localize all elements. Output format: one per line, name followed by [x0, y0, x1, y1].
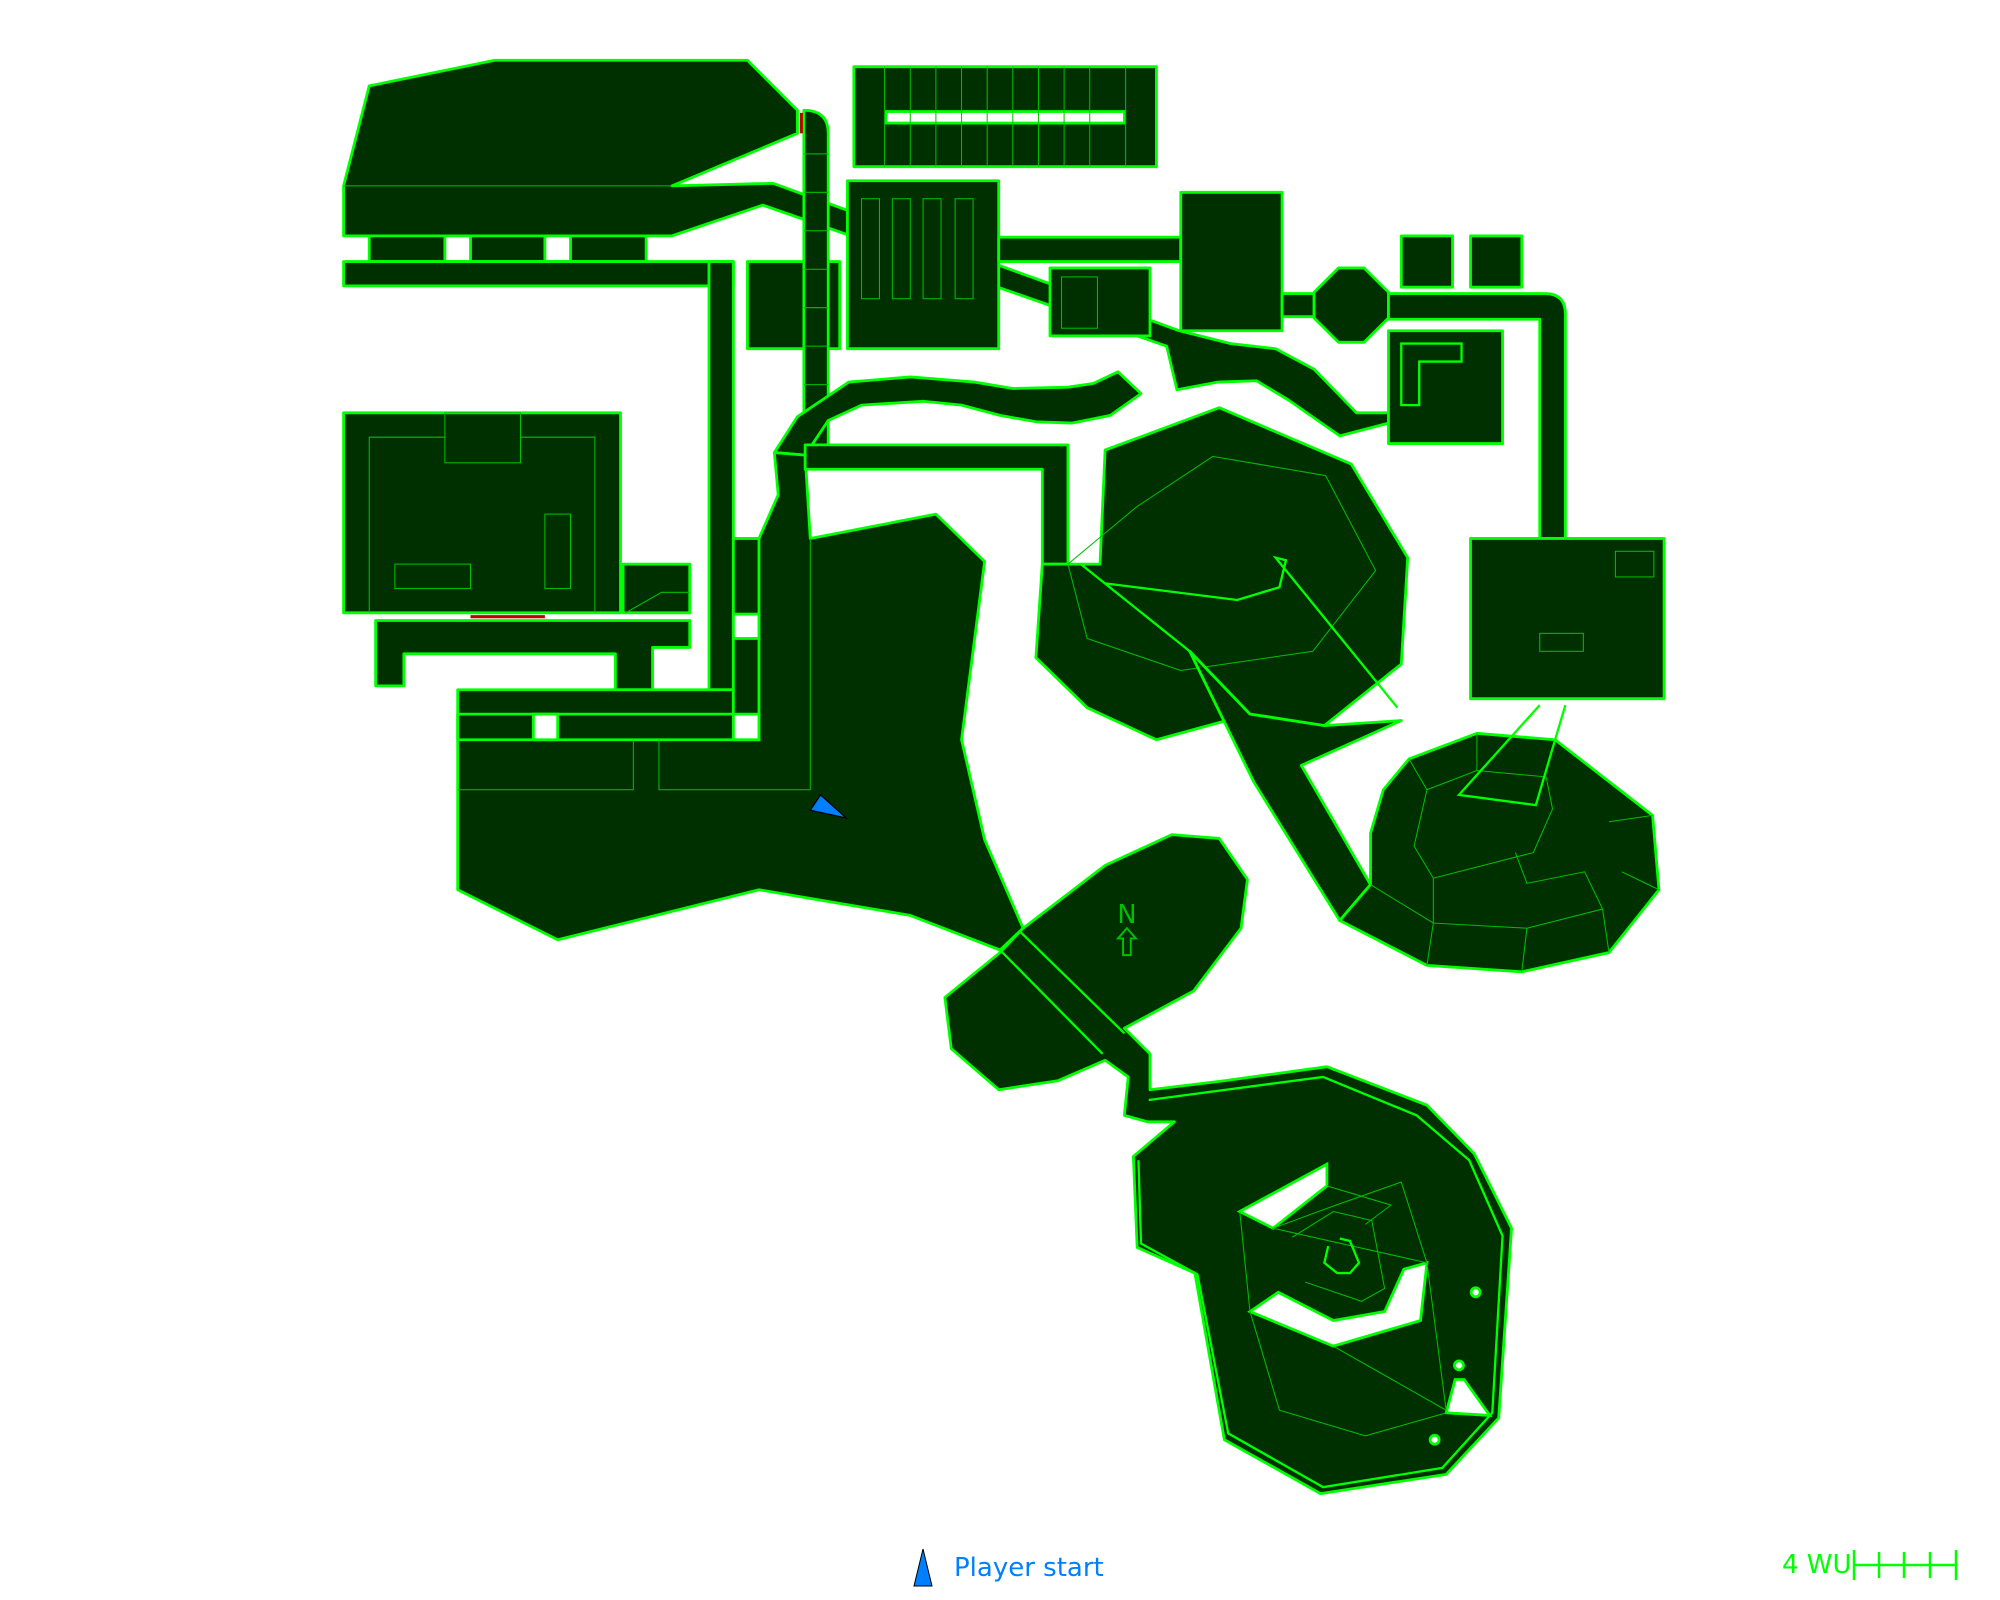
map-sector-ramp — [1188, 649, 1403, 922]
map-sector-round-room — [1338, 731, 1661, 974]
map-sector-octagon — [1312, 266, 1390, 344]
map-sector-southwest-hall — [374, 619, 692, 692]
map-sector-window-row — [367, 234, 648, 263]
map-sector-east-corridor — [1387, 292, 1567, 540]
map-sector-closet-b — [1469, 234, 1524, 289]
map-sector-curved-path — [772, 370, 1143, 457]
north-arrow-icon — [1115, 926, 1139, 957]
map-sector-northeast-room — [1179, 190, 1284, 333]
map-sector-north-corridor — [997, 235, 1183, 263]
map-sector-hex-arena — [1034, 406, 1410, 742]
map-sector-west-corridor — [707, 260, 735, 692]
map-sector-northwest-hall — [342, 58, 1390, 438]
compass-north-label: N — [1117, 900, 1136, 930]
map-sector-maze-room — [1387, 329, 1504, 446]
player-start-icon — [913, 1548, 933, 1587]
map-sector-east-room — [1469, 537, 1666, 701]
map-sector-closet-a — [1399, 234, 1454, 289]
scale-label: 4 WU — [1782, 1550, 1852, 1580]
legend-scale: 4 WU — [1782, 1548, 1958, 1582]
legend-player-start: Player start — [912, 1548, 1104, 1588]
map-sector-west-room — [342, 411, 622, 615]
map-sector-west-bar — [342, 260, 735, 288]
player-start-label: Player start — [954, 1553, 1104, 1583]
player-start-marker — [809, 793, 849, 820]
map-sector-switch-room — [1048, 266, 1152, 338]
scale-bar-icon — [1852, 1550, 1957, 1580]
